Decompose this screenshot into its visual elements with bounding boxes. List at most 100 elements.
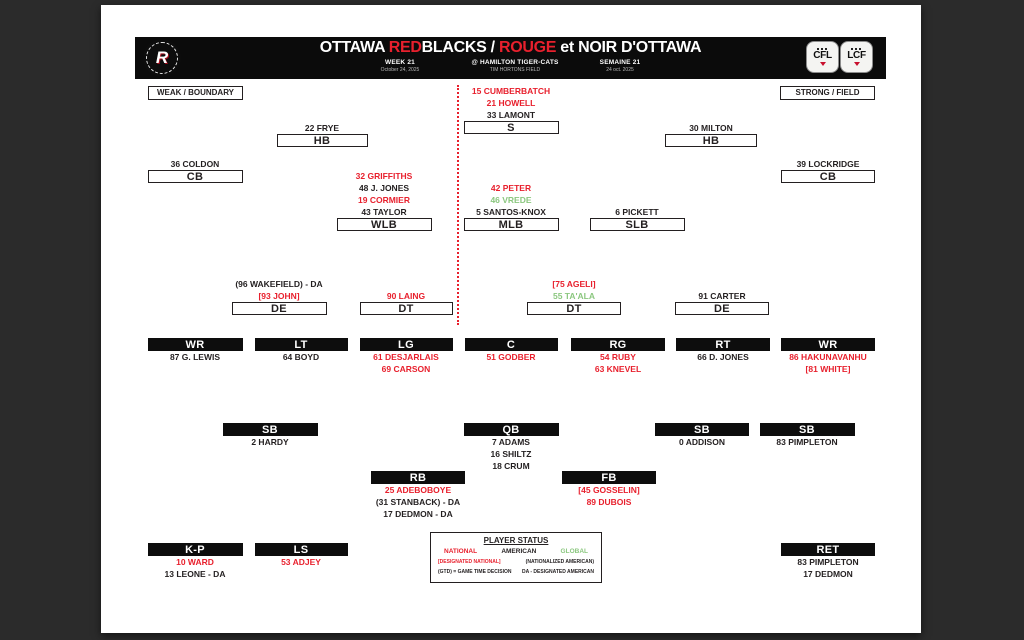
player-name: 32 GRIFFITHS xyxy=(355,171,413,181)
player-name: [81 WHITE] xyxy=(805,364,851,374)
player-name: 16 SHILTZ xyxy=(490,449,532,459)
position-box-ret: RET xyxy=(781,543,875,556)
player-name: 51 GODBER xyxy=(486,352,536,362)
player-name: 10 WARD xyxy=(176,557,214,567)
player-name: 83 PIMPLETON xyxy=(776,437,838,447)
player-list: [45 GOSSELIN]89 DUBOIS xyxy=(578,484,639,508)
player-name: 6 PICKETT xyxy=(615,207,659,217)
player-name: 22 FRYE xyxy=(304,123,340,133)
cfl-logo-stitches xyxy=(816,48,829,50)
redblacks-logo-icon: R xyxy=(143,39,181,77)
player-name: 0 ADDISON xyxy=(679,437,725,447)
header-week-block: WEEK 21 October 24, 2025 xyxy=(381,59,420,73)
venue-label: TIM HORTONS FIELD xyxy=(489,67,541,73)
position-box-dt-weak: DT xyxy=(359,302,453,315)
player-list: 61 DESJARLAIS 69 CARSON xyxy=(373,351,439,375)
position-box-de-weak: DE xyxy=(231,302,327,315)
player-list: 39 LOCKRIDGE xyxy=(797,158,860,170)
week-label: WEEK 21 xyxy=(385,59,415,66)
legend-gtd: (GTD) = GAME TIME DECISION xyxy=(438,569,512,575)
player-list: 54 RUBY 63 KNEVEL xyxy=(595,351,641,375)
player-list: 66 D. JONES xyxy=(697,351,749,363)
legend-nationalized-american: (NATIONALIZED AMERICAN) xyxy=(525,559,594,565)
title-part: BLACKS / xyxy=(421,39,499,56)
position-box-s: S xyxy=(463,121,559,134)
player-name: 91 CARTER xyxy=(698,291,746,301)
player-list: 30 MILTON xyxy=(689,122,733,134)
opponent-label: @ HAMILTON TIGER-CATS xyxy=(471,59,559,66)
player-name: 69 CARSON xyxy=(381,364,431,374)
player-name: 2 HARDY xyxy=(251,437,289,447)
player-name: 19 CORMIER xyxy=(358,195,410,205)
player-list: 51 GODBER xyxy=(486,351,535,363)
cfl-logo-icon: CFL xyxy=(806,41,839,73)
player-name: 5 SANTOS-KNOX xyxy=(476,207,546,217)
player-name: 54 RUBY xyxy=(600,352,636,362)
lcf-logo-stitches xyxy=(850,48,863,50)
player-list: 36 COLDON xyxy=(171,158,220,170)
legend-global: GLOBAL xyxy=(560,548,588,555)
position-box-de-strong: DE xyxy=(675,302,769,315)
player-name: 63 KNEVEL xyxy=(594,364,642,374)
semaine-label: SEMAINE 21 xyxy=(599,59,641,66)
position-box-dt-strong: DT xyxy=(527,302,621,315)
player-name: [93 JOHN] xyxy=(258,291,300,301)
player-name: 43 TAYLOR xyxy=(361,207,407,217)
position-box-fb: FB xyxy=(562,471,656,484)
player-list: 53 ADJEY xyxy=(281,556,321,568)
maple-leaf-icon xyxy=(819,62,826,66)
player-name: 61 DESJARLAIS xyxy=(373,352,439,362)
player-name: [75 AGELI] xyxy=(552,279,596,289)
title-part: OTTAWA xyxy=(319,39,389,56)
player-list: 87 G. LEWIS xyxy=(170,351,220,363)
position-box-kp: K-P xyxy=(147,543,243,556)
unit-de-weak: (96 WAKEFIELD) - DA[93 JOHN]DE xyxy=(231,278,327,315)
lcf-logo-icon: LCF xyxy=(840,41,873,73)
player-name: 30 MILTON xyxy=(689,123,733,133)
weak-boundary-label: WEAK / BOUNDARY xyxy=(148,86,243,100)
player-list: 2 HARDY xyxy=(251,436,288,448)
player-name: [45 GOSSELIN] xyxy=(578,485,640,495)
player-name: 17 DEDMON - DA xyxy=(383,509,453,519)
header-opponent-block: @ HAMILTON TIGER-CATS TIM HORTONS FIELD xyxy=(471,59,558,73)
player-name: 86 HAKUNAVANHU xyxy=(789,352,867,362)
position-box-rt: RT xyxy=(676,338,770,351)
position-box-sb-left: SB xyxy=(222,423,318,436)
header-semaine-block: SEMAINE 21 24 oct. 2025 xyxy=(600,59,641,73)
position-box-lt: LT xyxy=(254,338,348,351)
position-box-slb: SLB xyxy=(589,218,685,231)
player-name: 33 LAMONT xyxy=(486,110,536,120)
maple-leaf-icon xyxy=(853,62,860,66)
title-part: et NOIR D'OTTAWA xyxy=(556,39,702,56)
player-name: 53 ADJEY xyxy=(281,557,321,567)
player-list: 0 ADDISON xyxy=(679,436,725,448)
player-name: 7 ADAMS xyxy=(492,437,530,447)
player-name: 36 COLDON xyxy=(170,159,220,169)
legend-american: AMERICAN xyxy=(501,548,537,555)
player-list: 86 HAKUNAVANHU [81 WHITE] xyxy=(789,351,867,375)
